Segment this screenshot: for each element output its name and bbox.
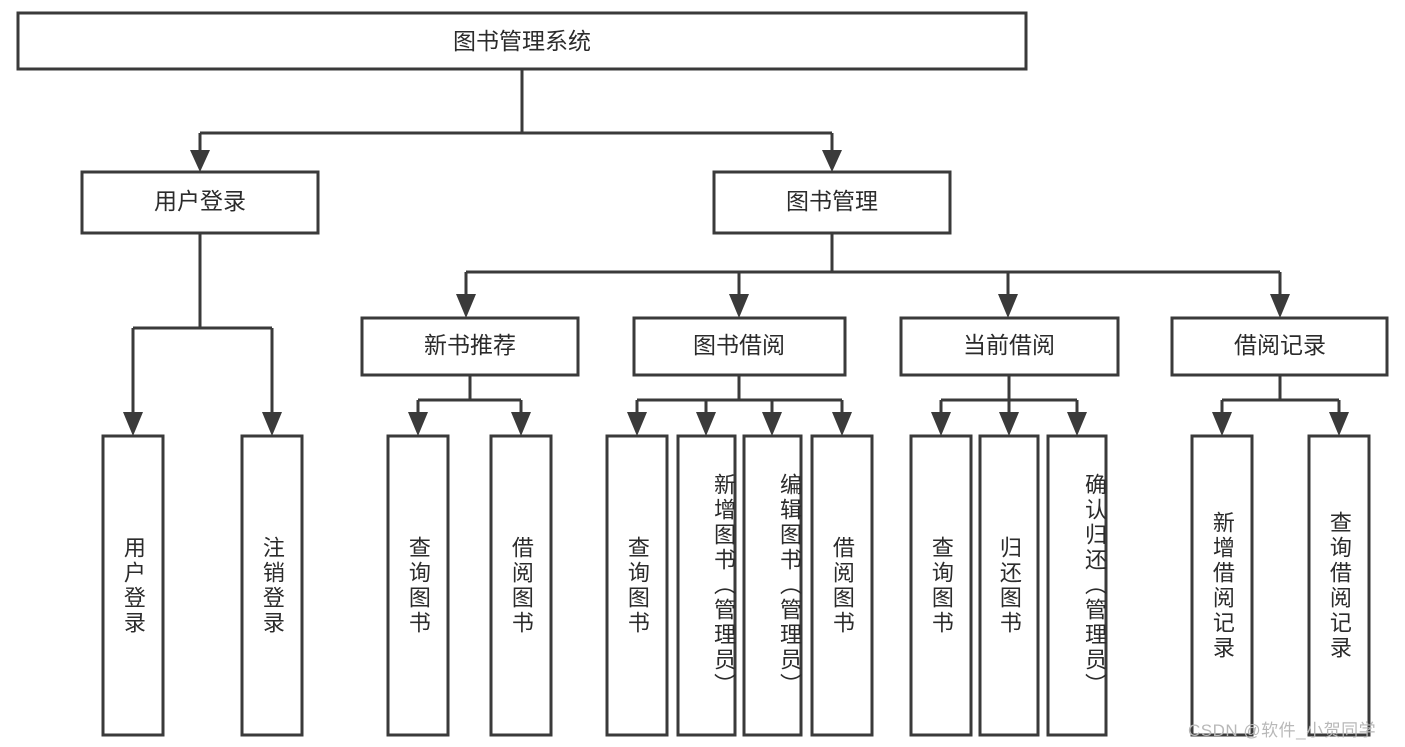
node-book-management-label: 图书管理: [786, 188, 878, 214]
arrowhead-leaf-query-book-2: [627, 412, 647, 436]
node-borrow-record[interactable]: 借阅记录: [1170, 316, 1389, 377]
node-new-book-recommend-label: 新书推荐: [424, 332, 516, 358]
leaf-query-record-box[interactable]: [1307, 434, 1371, 737]
node-root[interactable]: 图书管理系统: [16, 11, 1028, 71]
leaf-user-login-box[interactable]: [101, 434, 165, 737]
node-current-borrow[interactable]: 当前借阅: [899, 316, 1120, 377]
arrowhead-leaf-query-book-3: [931, 412, 951, 436]
node-user-login-label: 用户登录: [154, 188, 246, 214]
connector-layer: [123, 70, 1349, 436]
node-book-borrow-box[interactable]: [632, 316, 847, 377]
leaf-borrow-book-1-box[interactable]: [489, 434, 553, 737]
arrowhead-leaf-borrow-book-1: [511, 412, 531, 436]
arrowhead-current-borrow: [998, 294, 1018, 318]
leaf-query-book-1-box[interactable]: [386, 434, 450, 737]
leaf-borrow-book-2-box[interactable]: [810, 434, 874, 737]
arrowhead-leaf-edit-book: [762, 412, 782, 436]
node-user-login-box[interactable]: [80, 170, 320, 235]
arrowhead-user-login: [190, 150, 210, 172]
node-new-book-recommend-box[interactable]: [360, 316, 580, 377]
leaf-add-book-box[interactable]: [676, 434, 737, 737]
node-current-borrow-label: 当前借阅: [963, 332, 1055, 358]
arrowhead-leaf-add-record: [1212, 412, 1232, 436]
arrowhead-leaf-query-record: [1329, 412, 1349, 436]
leaf-query-book-2-box[interactable]: [605, 434, 669, 737]
leaf-box-layer: [101, 434, 1371, 737]
node-new-book-recommend[interactable]: 新书推荐: [360, 316, 580, 377]
node-book-borrow[interactable]: 图书借阅: [632, 316, 847, 377]
arrowhead-leaf-logout-login: [262, 412, 282, 436]
node-user-login[interactable]: 用户登录: [80, 170, 320, 235]
leaf-add-record-box[interactable]: [1190, 434, 1254, 737]
arrowhead-borrow-record: [1270, 294, 1290, 318]
leaf-query-book-3-box[interactable]: [909, 434, 973, 737]
node-root-box[interactable]: [16, 11, 1028, 71]
arrowhead-new-book-recommend: [456, 294, 476, 318]
arrowhead-leaf-confirm-return: [1067, 412, 1087, 436]
leaf-return-book-box[interactable]: [978, 434, 1040, 737]
arrowhead-leaf-query-book-1: [408, 412, 428, 436]
node-book-management[interactable]: 图书管理: [712, 170, 952, 235]
watermark-text: CSDN @软件_小贺同学: [1188, 721, 1377, 740]
node-book-borrow-label: 图书借阅: [693, 332, 785, 358]
arrowhead-leaf-borrow-book-2: [832, 412, 852, 436]
node-borrow-record-label: 借阅记录: [1234, 332, 1326, 358]
leaf-logout-login-box[interactable]: [240, 434, 304, 737]
arrowhead-leaf-add-book: [696, 412, 716, 436]
arrowhead-leaf-return-book: [999, 412, 1019, 436]
node-borrow-record-box[interactable]: [1170, 316, 1389, 377]
node-current-borrow-box[interactable]: [899, 316, 1120, 377]
leaf-confirm-return-box[interactable]: [1046, 434, 1108, 737]
arrowhead-book-borrow: [729, 294, 749, 318]
node-book-management-box[interactable]: [712, 170, 952, 235]
arrowhead-book-management: [822, 150, 842, 172]
arrowhead-leaf-user-login: [123, 412, 143, 436]
node-root-label: 图书管理系统: [453, 28, 591, 54]
leaf-edit-book-box[interactable]: [742, 434, 803, 737]
